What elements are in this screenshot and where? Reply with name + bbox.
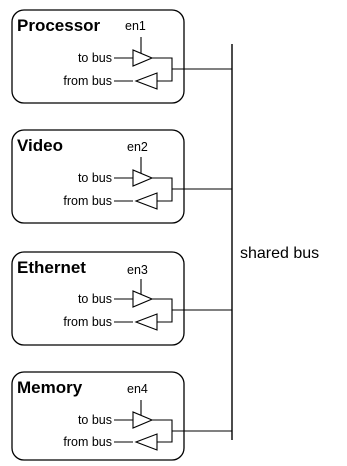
module-title: Processor [17, 16, 101, 35]
enable-label: en2 [127, 140, 148, 154]
module-processor: Processor en1 to bus from bus [11, 9, 232, 104]
enable-label: en4 [127, 382, 148, 396]
tx-buffer [132, 169, 154, 187]
from-bus-label: from bus [63, 315, 112, 329]
tx-buffer [132, 411, 154, 429]
to-bus-label: to bus [78, 413, 112, 427]
module-title: Memory [17, 378, 83, 397]
module-title: Ethernet [17, 258, 86, 277]
to-bus-label: to bus [78, 51, 112, 65]
tx-buffer [132, 290, 154, 308]
to-bus-label: to bus [78, 292, 112, 306]
module-memory: Memory en4 to bus from bus [11, 371, 232, 461]
module-video: Video en2 to bus from bus [11, 129, 232, 224]
enable-label: en3 [127, 263, 148, 277]
enable-label: en1 [125, 19, 146, 33]
bus-label: shared bus [240, 245, 319, 262]
from-bus-label: from bus [63, 194, 112, 208]
from-bus-label: from bus [63, 74, 112, 88]
from-bus-label: from bus [63, 435, 112, 449]
tx-buffer [132, 49, 154, 67]
module-ethernet: Ethernet en3 to bus from bus [11, 251, 232, 346]
module-title: Video [17, 136, 63, 155]
to-bus-label: to bus [78, 171, 112, 185]
module-box [11, 371, 185, 461]
